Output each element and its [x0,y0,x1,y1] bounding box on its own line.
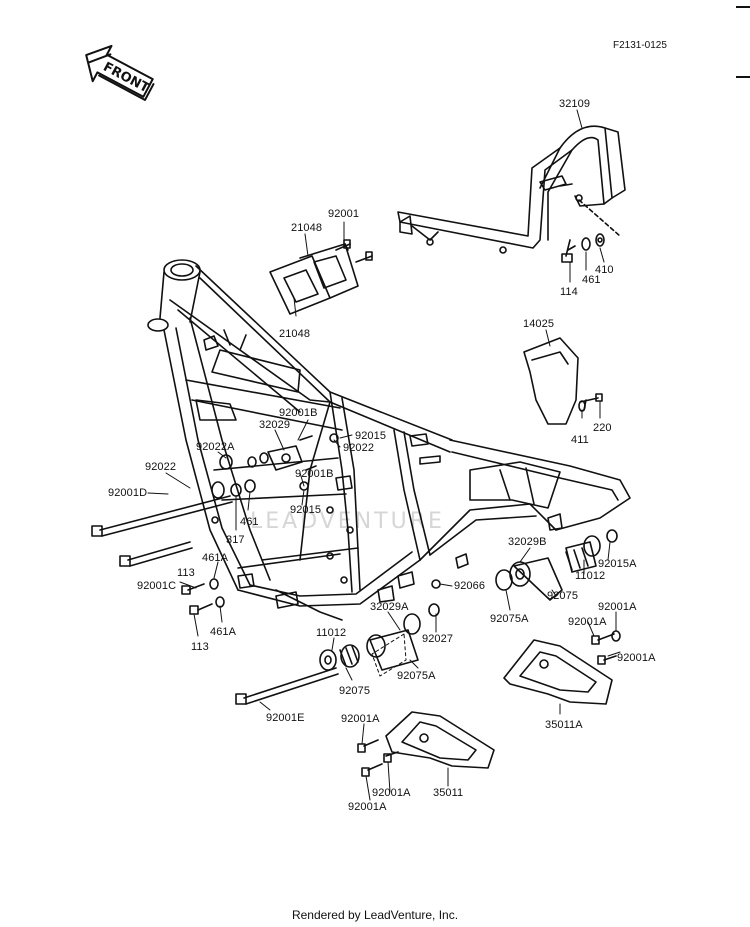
leader-lines [147,109,621,801]
part-label: 461 [582,274,601,286]
part-label: 11012 [316,627,347,639]
part-label: 92015 [355,430,387,442]
part-label: 113 [191,641,209,653]
part-label: 92001B [279,407,318,419]
part-label: 92001A [617,652,656,664]
part-label: 92075 [339,685,371,697]
part-label: 11012 [575,570,606,582]
part-label: 317 [226,534,245,546]
bolt-92001C [119,541,193,567]
part-label: 92001A [341,713,380,725]
mount-32029A [319,579,441,671]
figure-code: F2131-0125 [613,40,667,51]
bolt-92001-top [335,239,373,263]
part-label: 92075 [547,590,579,602]
bolt-113 [181,578,225,615]
part-label: 92001A [348,801,387,813]
part-label: 92027 [422,633,454,645]
bolt-114-set [561,199,621,263]
bolt-92001E [235,667,339,705]
bracket-21048 [269,243,359,315]
part-label: 21048 [279,328,311,340]
part-label: 35011 [433,787,464,799]
footer-credit: Rendered by LeadVenture, Inc. [291,908,459,922]
mount-plate-32029 [211,433,339,499]
edge-tick-top [736,6,750,8]
bracket-35011A [503,630,621,705]
main-frame [147,259,631,621]
part-label: 461 [240,516,259,528]
part-label: 92066 [454,580,486,592]
part-label: 113 [177,567,195,579]
part-label: 411 [571,434,589,446]
part-label: 92022 [145,461,177,473]
part-label: 14025 [523,318,555,330]
part-label: 92001 [328,208,360,220]
part-label: 92001E [266,712,305,724]
part-label: 32029B [508,536,547,548]
bracket-35011 [357,711,495,777]
part-label: 220 [593,422,612,434]
part-label: 92001C [137,580,177,592]
part-label: 92075A [397,670,436,682]
part-label: 92001D [108,487,148,499]
part-label: 114 [560,286,578,298]
part-label: 92022A [196,441,235,453]
part-label: 92015 [290,504,322,516]
rear-bar-32109 [397,125,626,254]
mount-32029B [495,529,618,601]
part-label: 461A [202,552,229,564]
part-label: 92001B [295,468,334,480]
edge-tick-right [736,76,750,78]
part-label: 410 [595,264,614,276]
front-arrow-icon: FRONT [85,44,155,101]
part-label: 35011A [545,719,583,731]
part-label: 92001A [598,601,637,613]
part-label: 461A [210,626,237,638]
part-label: 92015A [598,558,637,570]
part-label: 92022 [343,442,375,454]
part-label: 92075A [490,613,529,625]
part-label: 32029A [370,601,409,613]
part-label: 92001A [568,616,607,628]
part-label: 32029 [259,419,291,431]
bolt-92001D [91,495,233,537]
cover-14025 [523,337,603,425]
part-label: 32109 [559,98,591,110]
part-label: 92001A [372,787,411,799]
part-label: 21048 [291,222,323,234]
